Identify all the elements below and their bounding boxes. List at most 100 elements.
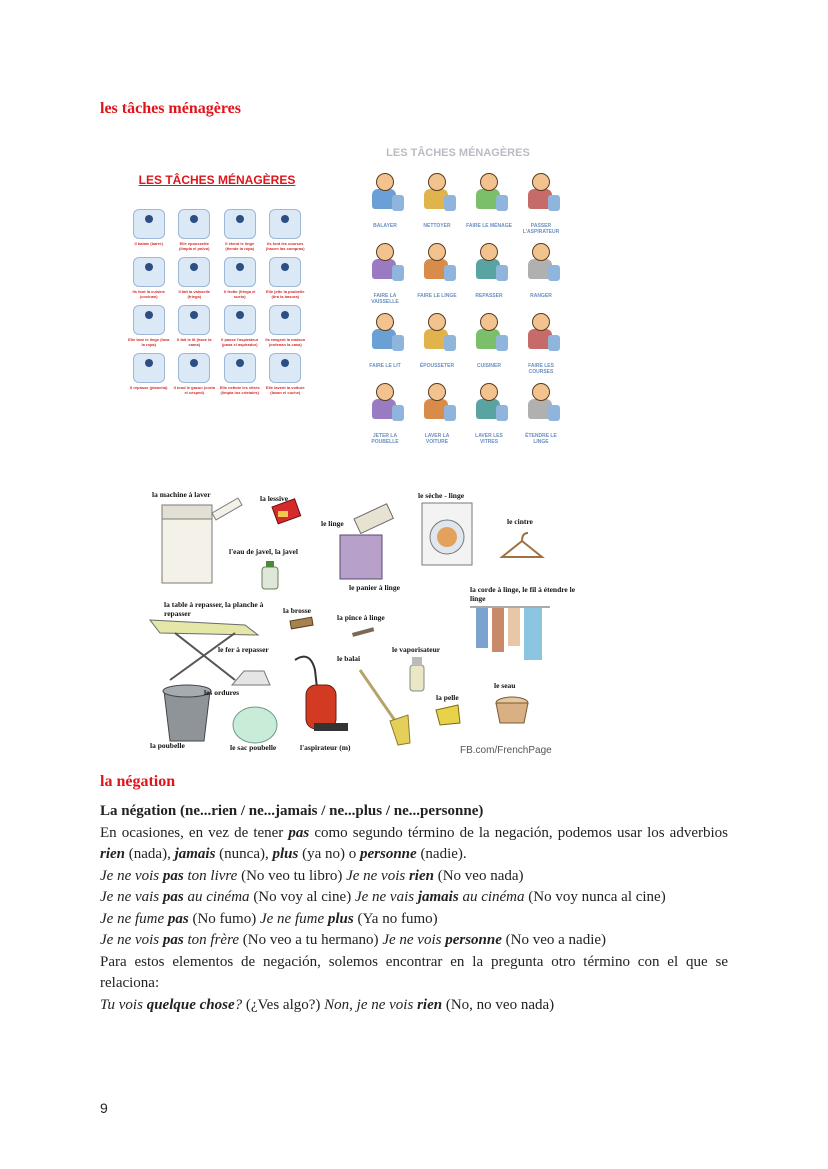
- card-right-cell: FAIRE LE LINGE: [414, 241, 460, 305]
- card-left-caption: Elle lavent la voiture (lavan el coche): [265, 385, 305, 395]
- card-right-cell: LAVER LES VITRES: [466, 381, 512, 445]
- chore-illustration-icon: [362, 241, 408, 285]
- card-left-caption: Il repasse (plancha): [130, 385, 168, 390]
- card-left-cell: Ils rangent la maison (ordenan la casa): [265, 305, 307, 347]
- label-corde: la corde à linge, le fil à étendre le li…: [470, 585, 576, 603]
- broom-icon: [358, 669, 411, 746]
- card-right-caption: ÉTENDRE LE LINGE: [525, 433, 557, 445]
- washing-machine-icon: [161, 497, 243, 584]
- card-left-caption: Il tond le gazon (corta el césped): [173, 385, 215, 395]
- chore-illustration-icon: [362, 311, 408, 355]
- card-left-caption: Il étend le linge (tiende la ropa): [225, 241, 255, 251]
- chore-illustration-icon: [362, 171, 408, 215]
- chore-illustration-icon: [269, 209, 302, 239]
- label-table-repasser: la table à repasser, la planche à repass…: [164, 600, 264, 618]
- chore-illustration-icon: [223, 209, 256, 239]
- image-credit: FB.com/FrenchPage: [460, 745, 552, 756]
- label-balai: le balai: [337, 654, 361, 663]
- card-right-cell: FAIRE LE LIT: [362, 311, 408, 375]
- card-right-caption: FAIRE LES COURSES: [528, 363, 554, 375]
- chore-illustration-icon: [223, 353, 256, 383]
- card-left-cell: Ils font la cuisine (cocinan): [128, 257, 170, 299]
- brush-icon: [289, 616, 314, 630]
- label-machine: la machine à laver: [152, 490, 211, 499]
- card-left-caption: Il frotte (friega el suelo): [224, 289, 256, 299]
- card-right-cell: PASSER L'ASPIRATEUR: [518, 171, 564, 235]
- card-right-caption: FAIRE LE LINGE: [417, 293, 457, 299]
- card-right-grid: BALAYER NETTOYER FAIRE LE MÉNAGE PASSER L'A…: [358, 171, 564, 445]
- card-left-cell: Elle lave le linge (lava la ropa): [128, 305, 170, 347]
- card-right-caption: FAIRE LE LIT: [369, 363, 401, 369]
- card-left-caption: Elle époussette (limpia el polvo): [179, 241, 210, 251]
- card-left-cell: Ils font les courses (hacen las compras): [265, 209, 307, 251]
- laundry-illustrations: [148, 497, 550, 746]
- card-left-caption: Elle nettoie les vitres (limpia los cris…: [219, 385, 260, 395]
- label-vaporisateur: le vaporisateur: [392, 645, 441, 654]
- card-right-caption: LAVER LA VOITURE: [424, 433, 450, 445]
- card-right-caption: CUISINER: [477, 363, 501, 369]
- card-left-cell: Elle époussette (limpia el polvo): [174, 209, 216, 251]
- negation-subtitle: La négation (ne...rien / ne...jamais / n…: [100, 803, 484, 819]
- card-right-caption: PASSER L'ASPIRATEUR: [522, 223, 560, 235]
- chore-illustration-icon: [362, 381, 408, 425]
- chore-illustration-icon: [466, 171, 512, 215]
- chore-illustration-icon: [178, 257, 211, 287]
- card-right-caption: REPASSER: [475, 293, 503, 299]
- label-panier: le panier à linge: [349, 583, 400, 592]
- card-right-caption: RANGER: [530, 293, 552, 299]
- card-left-caption: Elle jette la poubelle (tira la basura): [266, 289, 305, 299]
- card-left-cell: Il repasse (plancha): [128, 353, 170, 395]
- chore-illustration-icon: [414, 311, 460, 355]
- card-right-cell: BALAYER: [362, 171, 408, 235]
- card-left-title: LES TÂCHES MÉNAGÈRES: [138, 173, 296, 187]
- trash-bag-icon: [232, 706, 278, 744]
- chore-illustration-icon: [178, 353, 211, 383]
- hanger-icon: [499, 532, 545, 558]
- laundry-basket-icon: [339, 503, 395, 580]
- card-right-cell: FAIRE LES COURSES: [518, 311, 564, 375]
- negation-paragraph-2: Para estos elementos de negación, solemo…: [100, 953, 728, 992]
- section-title-taches: les tâches ménagères: [100, 100, 241, 117]
- label-seche-linge: le sèche - linge: [418, 491, 465, 500]
- card-left-caption: Il fait le lit (hace la cama): [177, 337, 212, 347]
- negation-intro-paragraph: En ocasiones, en vez de tener pas como s…: [100, 824, 728, 863]
- bleach-icon: [261, 561, 279, 590]
- label-pelle: la pelle: [436, 693, 459, 702]
- chore-illustration-icon: [132, 353, 165, 383]
- card-right-caption: JETER LA POUBELLE: [371, 433, 399, 445]
- chore-illustration-icon: [466, 241, 512, 285]
- detergent-icon: [271, 498, 302, 525]
- chore-illustration-icon: [132, 257, 165, 287]
- image-laundry-vocabulary: la machine à laver la lessive le linge l…: [140, 485, 575, 763]
- card-left-caption: Elle lave le linge (lava la ropa): [128, 337, 170, 347]
- card-right-cell: ÉTENDRE LE LINGE: [518, 381, 564, 445]
- chore-illustration-icon: [414, 171, 460, 215]
- card-right-cell: JETER LA POUBELLE: [362, 381, 408, 445]
- chore-illustration-icon: [466, 381, 512, 425]
- card-right-cell: FAIRE LE MÉNAGE: [466, 171, 512, 235]
- card-right-caption: BALAYER: [373, 223, 397, 229]
- chore-illustration-icon: [223, 305, 256, 335]
- chore-illustration-icon: [269, 305, 302, 335]
- card-right-title: LES TÂCHES MÉNAGÈRES: [386, 147, 530, 159]
- card-right-caption: LAVER LES VITRES: [475, 433, 503, 445]
- card-left-cell: Il balaie (barre): [128, 209, 170, 251]
- card-left-cell: Il fait le lit (hace la cama): [174, 305, 216, 347]
- clothespin-icon: [352, 627, 375, 637]
- iron-icon: [230, 670, 271, 686]
- card-left-cell: Il étend le linge (tiende la ropa): [219, 209, 261, 251]
- label-lessive: la lessive: [260, 494, 289, 503]
- card-right-caption: FAIRE LE MÉNAGE: [466, 223, 512, 229]
- card-right-cell: LAVER LA VOITURE: [414, 381, 460, 445]
- card-right-cell: NETTOYER: [414, 171, 460, 235]
- label-cintre: le cintre: [507, 517, 533, 526]
- card-left-cell: Il fait la vaisselle (friega): [174, 257, 216, 299]
- trash-can-icon: [162, 684, 212, 742]
- label-poubelle: la poubelle: [150, 741, 185, 750]
- card-right-caption: ÉPOUSSETER: [419, 363, 455, 369]
- card-left-cell: Il frotte (friega el suelo): [219, 257, 261, 299]
- card-left-cell: Elle jette la poubelle (tira la basura): [265, 257, 307, 299]
- example-line-4: Je ne vois pas ton frère (No veo a tu he…: [100, 932, 607, 948]
- card-left-cell: Elle nettoie les vitres (limpia los cris…: [219, 353, 261, 395]
- section-title-negation: la négation: [100, 773, 176, 790]
